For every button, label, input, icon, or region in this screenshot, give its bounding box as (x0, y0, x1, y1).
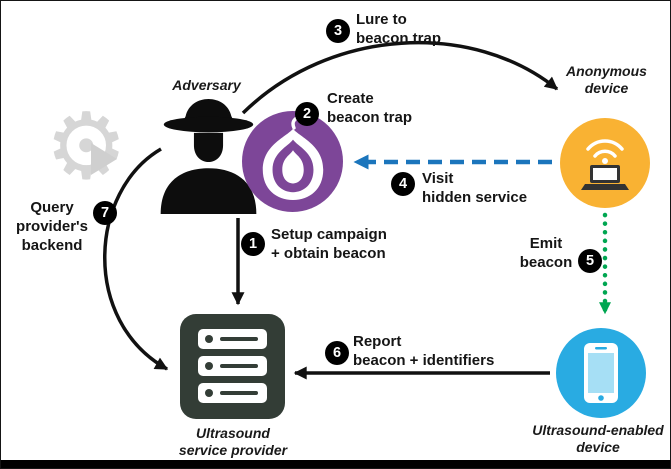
report-label: Report beacon + identifiers (353, 333, 495, 369)
emit-label: Emit beacon (519, 235, 573, 271)
spy-hat-crown (182, 99, 235, 123)
step-1-badge: 1 (241, 232, 265, 256)
play-icon (91, 143, 117, 175)
bottom-black-bar (1, 460, 670, 468)
spy-shoulders (160, 168, 257, 214)
spy-hat-brim (163, 116, 254, 133)
step-3-badge: 3 (326, 19, 350, 43)
visit-label: Visit hidden service (422, 170, 528, 206)
query-label: Query provider's backend (16, 199, 88, 254)
spy-silhouette-icon (160, 99, 257, 214)
server-racks (198, 329, 267, 403)
smartphone-icon (584, 343, 618, 403)
tor-onion-icon (242, 111, 343, 212)
spy-face (193, 132, 224, 162)
onion-glyph (262, 115, 323, 200)
gear-play-watermark-icon: ⚙ (45, 96, 128, 198)
enabled-device-circle (556, 328, 646, 418)
step-4-badge: 4 (391, 172, 415, 196)
step-7-badge: 7 (93, 201, 117, 225)
anonymous-device-circle (560, 118, 650, 208)
step-2-badge: 2 (295, 102, 319, 126)
create-label: Create beacon trap (327, 90, 413, 126)
step-5-badge: 5 (578, 249, 602, 273)
lure-label: Lure to beacon trap (356, 11, 442, 47)
enabled-device-label: Ultrasound-enabled device (532, 422, 664, 455)
service-provider-label: Ultrasound service provider (178, 425, 288, 458)
setup-label: Setup campaign + obtain beacon (271, 226, 387, 262)
server-icon (180, 314, 285, 419)
step-6-badge: 6 (325, 341, 349, 365)
adversary-label: Adversary (172, 77, 241, 93)
laptop-wifi-icon (581, 139, 629, 190)
anonymous-device-label: Anonymous device (566, 63, 647, 96)
